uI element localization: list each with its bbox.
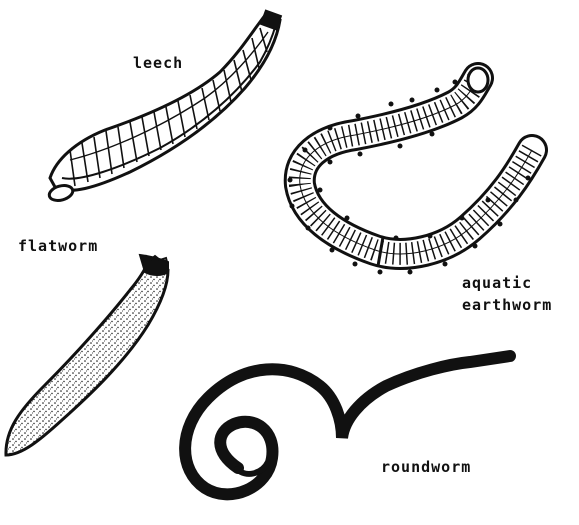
- flatworm-drawing: [6, 255, 168, 455]
- aquatic-earthworm-label-line2: earthworm: [462, 296, 552, 314]
- leech-drawing: [48, 9, 283, 202]
- roundworm-label: roundworm: [381, 458, 471, 476]
- leech-label: leech: [133, 54, 183, 72]
- aquatic-earthworm-drawing: [288, 68, 533, 275]
- aquatic-earthworm-label-line1: aquatic: [462, 274, 532, 292]
- flatworm-label: flatworm: [18, 237, 98, 255]
